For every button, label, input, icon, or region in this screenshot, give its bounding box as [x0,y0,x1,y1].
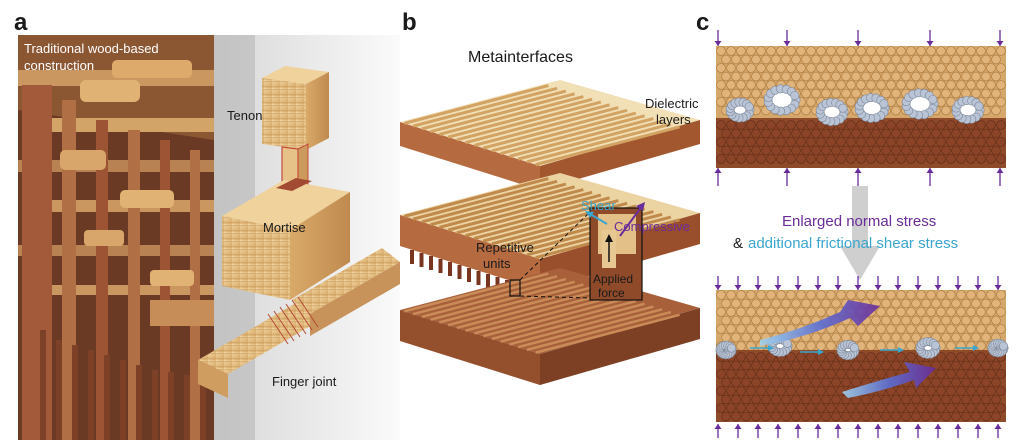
transition-arrow [840,186,880,280]
metainterfaces-title: Metainterfaces [468,49,573,66]
top-slab [400,80,700,190]
panel-c: Dielectric layers Enlarged normal stress… [645,30,1009,438]
dielectric-line1: Dielectric [645,96,699,111]
finger-joint [198,248,400,398]
shear-swoosh-arrow-bottom [842,362,936,398]
unit-inset [589,207,643,301]
applied-force-line2: force [598,286,625,300]
dielectric-line2: layers [656,112,691,127]
shear-label: Shear [581,198,616,213]
repetitive-units-line2: units [483,256,511,271]
small-shear-arrows [750,345,979,355]
finger-joint-label: Finger joint [272,374,337,389]
panel-letter-c: c [696,9,709,36]
panel-b: Metainterfaces [400,49,700,385]
top-particle-stack [716,46,1006,168]
panel-letter-b: b [402,9,417,36]
compressive-label: Compressive [614,219,690,234]
bottom-compression-arrows [714,168,1004,186]
repetitive-units-line1: Repetitive [476,240,534,255]
additional-frictional-shear: additional frictional shear stress [748,235,958,252]
applied-force-line1: Applied [593,272,633,286]
tenon [262,66,329,191]
bottom-slab [400,268,700,385]
enlarged-normal-stress: Enlarged normal stress [782,213,936,230]
panel-letter-a: a [14,9,28,36]
mortise-label: Mortise [263,220,306,235]
top-compression-arrows [714,30,1004,46]
panel-a-caption-line2: construction [24,58,94,73]
traditional-construction-image [18,35,214,440]
ampersand: & [733,235,743,252]
tenon-label: Tenon [227,108,262,123]
shear-swoosh-arrow-top [760,300,880,346]
mortise [222,178,350,300]
panel-a: Traditional wood-based construction Teno… [18,35,400,440]
panel-a-caption-line1: Traditional wood-based [24,41,159,56]
bottom-compression-arrows-2 [714,424,1002,438]
repetitive-unit-marker [509,279,521,297]
top-compression-arrows-2 [714,276,1002,290]
